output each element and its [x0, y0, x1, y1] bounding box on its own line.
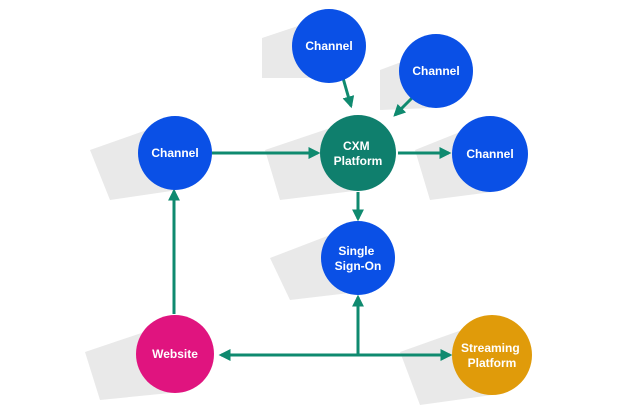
connectors: [168, 77, 453, 361]
channel-right-label: Channel: [466, 147, 513, 161]
streaming-platform-label: Streaming Platform: [461, 341, 523, 370]
node-channel-top: Channel: [292, 9, 366, 83]
channel-left-circle: [138, 116, 212, 190]
streaming-platform-circle: [452, 315, 532, 395]
cxm-platform-label-line-2: Platform: [334, 154, 383, 168]
website-circle: [136, 315, 214, 393]
channel-left-label-line-1: Channel: [151, 146, 198, 160]
channel-top-right-label: Channel: [412, 64, 459, 78]
channel-top-circle: [292, 9, 366, 83]
channel-right-circle: [452, 116, 528, 192]
node-single-sign-on: Single Sign-On: [321, 221, 395, 295]
cxm-platform-label: CXM Platform: [334, 139, 383, 168]
single-sign-on-label-line-1: Single: [338, 244, 374, 258]
node-cxm-platform: CXM Platform: [320, 115, 396, 191]
channel-top-right-label-line-1: Channel: [412, 64, 459, 78]
node-website: Website: [136, 315, 214, 393]
channel-left-label: Channel: [151, 146, 198, 160]
edge-channel-top-to-cxm: [341, 77, 355, 109]
single-sign-on-label: Single Sign-On: [335, 244, 382, 273]
edge-channel-top-right-to-cxm: [393, 95, 415, 117]
node-channel-right: Channel: [452, 116, 528, 192]
website-label: Website: [152, 347, 198, 361]
single-sign-on-label-line-2: Sign-On: [335, 259, 382, 273]
channel-right-label-line-1: Channel: [466, 147, 513, 161]
channel-top-label-line-1: Channel: [305, 39, 352, 53]
node-channel-top-right: Channel: [399, 34, 473, 108]
cxm-platform-label-line-1: CXM: [343, 139, 370, 153]
single-sign-on-circle: [321, 221, 395, 295]
cxm-platform-circle: [320, 115, 396, 191]
node-streaming-platform: Streaming Platform: [452, 315, 532, 395]
diagram-nodes: Channel Channel Channel CXM Platform: [136, 9, 532, 395]
streaming-platform-label-line-2: Platform: [468, 356, 517, 370]
node-channel-left: Channel: [138, 116, 212, 190]
streaming-platform-label-line-1: Streaming: [461, 341, 520, 355]
channel-top-label: Channel: [305, 39, 352, 53]
website-label-line-1: Website: [152, 347, 198, 361]
channel-top-right-circle: [399, 34, 473, 108]
